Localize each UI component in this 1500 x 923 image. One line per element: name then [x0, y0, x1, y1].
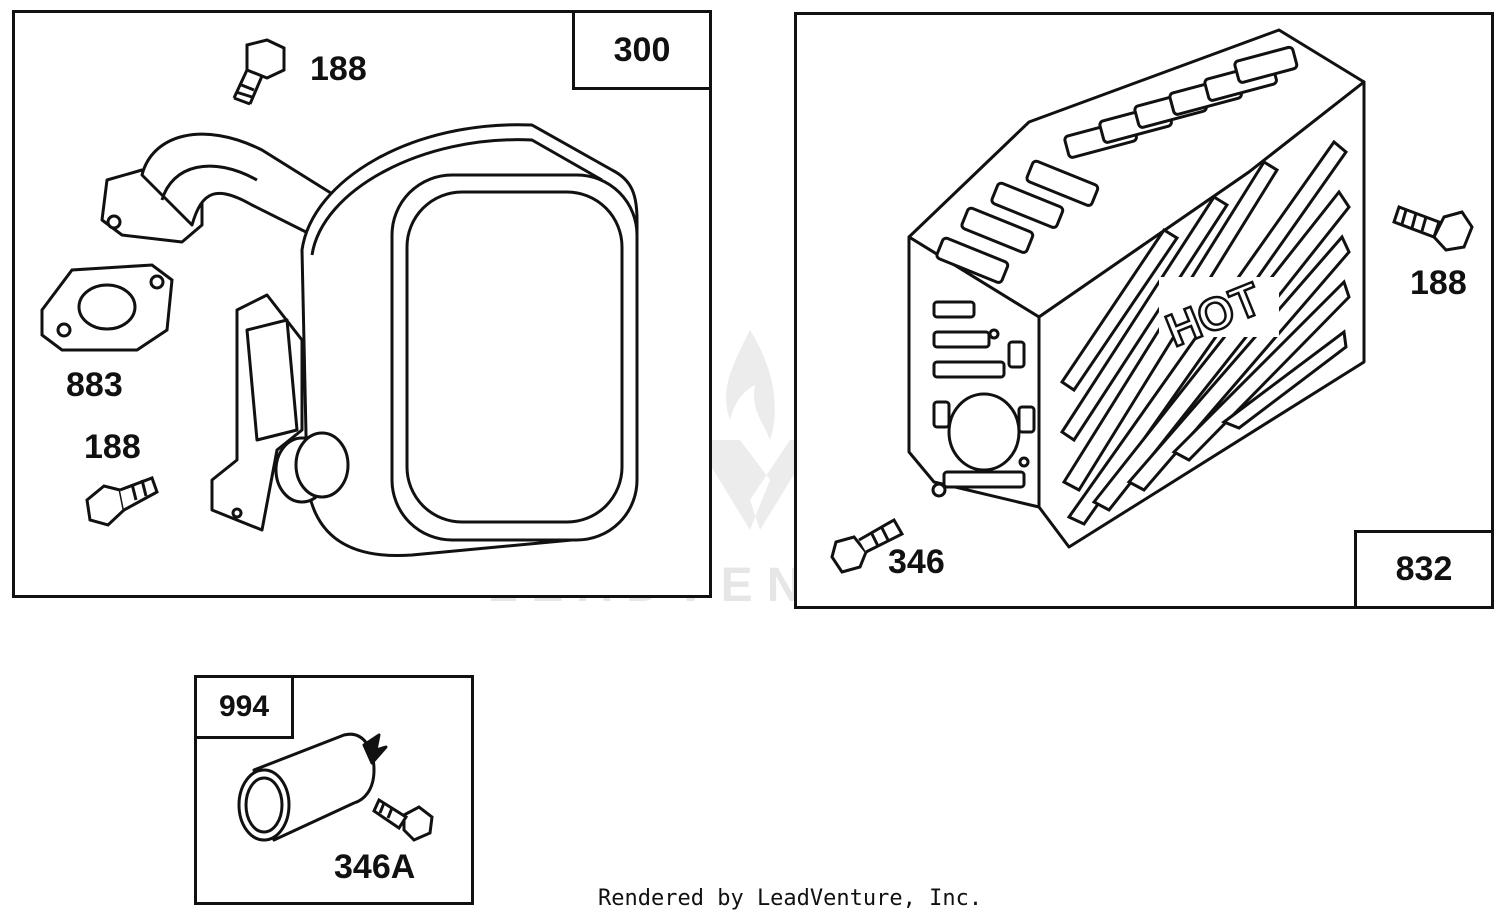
guard-right-bolt-label: 188 — [1410, 264, 1467, 302]
muffler-lower-bolt-label: 188 — [84, 428, 141, 466]
guard-bottom-screw-label: 346 — [888, 543, 945, 581]
leadventure-watermark-logo — [695, 330, 815, 530]
deflector-ref-number: 994 — [194, 675, 294, 739]
muffler-top-bolt-label: 188 — [310, 50, 367, 88]
deflector-screw-label: 346A — [334, 848, 416, 886]
footer-credit: Rendered by LeadVenture, Inc. — [598, 886, 983, 911]
guard-ref-number: 832 — [1354, 530, 1494, 609]
muffler-ref-number: 300 — [572, 10, 712, 90]
deflector-illustration — [237, 732, 434, 842]
guard-illustration: HOT — [830, 28, 1474, 574]
gasket-label: 883 — [66, 366, 123, 404]
muffler-illustration — [40, 38, 639, 558]
